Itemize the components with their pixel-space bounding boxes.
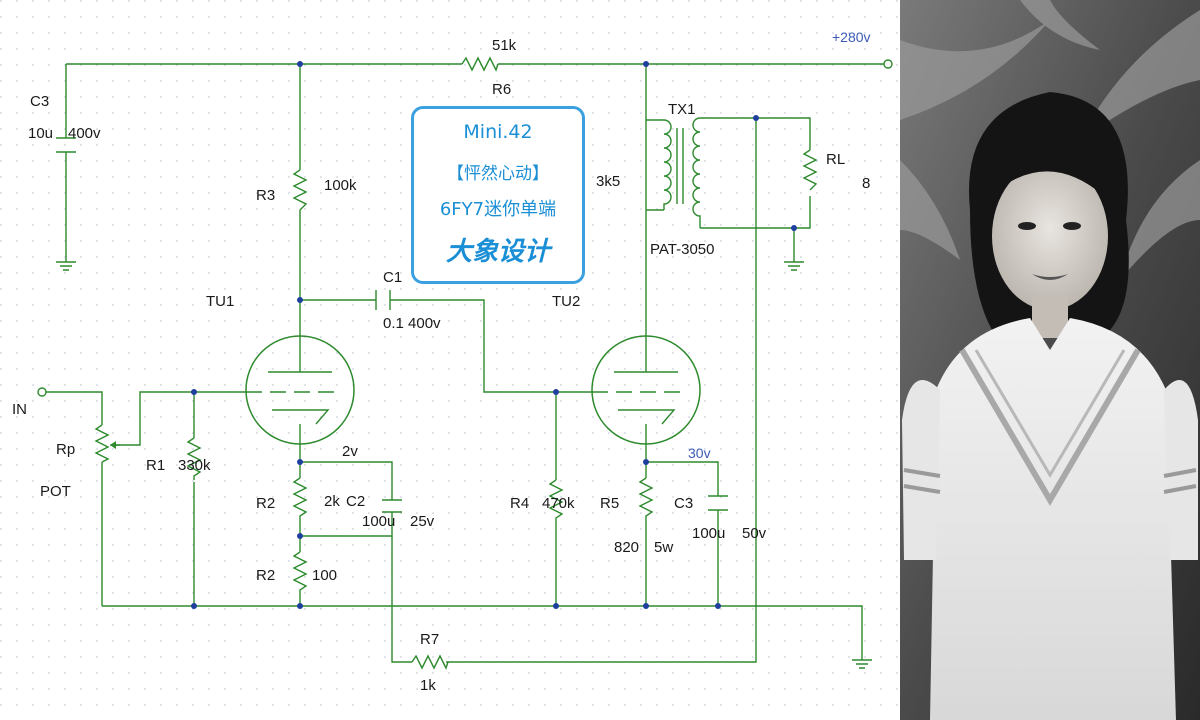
potentiometer-rp bbox=[94, 424, 120, 463]
label-tx1-value: 3k5 bbox=[596, 173, 620, 190]
dress bbox=[930, 318, 1176, 720]
resistor-r3 bbox=[292, 169, 308, 211]
transformer-tx1 bbox=[663, 117, 701, 228]
resistor-r7 bbox=[411, 654, 449, 670]
tube-tu2 bbox=[591, 335, 701, 445]
label-r1: R1 bbox=[146, 457, 165, 474]
label-r6-value: 51k bbox=[492, 37, 517, 54]
title-line-subtitle: 【怦然心动】 bbox=[447, 164, 549, 184]
junction-dots bbox=[191, 61, 797, 609]
title-line-designer: 大象设计 bbox=[445, 237, 550, 267]
label-rl: RL bbox=[826, 151, 845, 168]
capacitor-c2 bbox=[382, 499, 402, 513]
label-c3-left-voltage: 400v bbox=[68, 125, 101, 142]
label-vplus: +280v bbox=[832, 29, 871, 45]
resistor-r4 bbox=[548, 479, 564, 522]
face bbox=[992, 162, 1108, 310]
label-tx1: TX1 bbox=[668, 101, 696, 118]
label-r7: R7 bbox=[420, 631, 439, 648]
label-in: IN bbox=[12, 401, 27, 418]
capacitor-c3-right bbox=[708, 495, 728, 511]
capacitor-c1 bbox=[375, 290, 391, 310]
resistor-rl bbox=[802, 149, 818, 191]
label-r3: R3 bbox=[256, 187, 275, 204]
ground-symbols bbox=[56, 261, 872, 669]
label-c2: C2 bbox=[346, 493, 365, 510]
collar-stripe bbox=[959, 348, 1141, 506]
label-c1-value: 0.1 400v bbox=[383, 315, 441, 332]
label-r3-value: 100k bbox=[324, 177, 357, 194]
terminals bbox=[37, 59, 893, 397]
label-pat: PAT-3050 bbox=[650, 241, 714, 258]
label-r5-power: 5w bbox=[654, 539, 673, 556]
label-tu2: TU2 bbox=[552, 293, 580, 310]
label-30v: 30v bbox=[688, 445, 711, 461]
label-c1: C1 bbox=[383, 269, 402, 286]
label-r1-value: 330k bbox=[178, 457, 211, 474]
label-tu1: TU1 bbox=[206, 293, 234, 310]
label-c2-voltage: 25v bbox=[410, 513, 435, 530]
label-c3-left: C3 bbox=[30, 93, 49, 110]
resistor-r5 bbox=[638, 477, 654, 520]
palm-leaves bbox=[900, 0, 1200, 280]
resistor-r6 bbox=[461, 56, 499, 72]
tube-tu1 bbox=[245, 335, 355, 445]
label-pot: POT bbox=[40, 483, 71, 500]
label-r5: R5 bbox=[600, 495, 619, 512]
label-r6: R6 bbox=[492, 81, 511, 98]
label-r2a-value: 2k bbox=[324, 493, 340, 510]
capacitor-c3-left bbox=[56, 137, 76, 153]
label-r4-value: 470k bbox=[542, 495, 575, 512]
label-c3-left-value: 10u bbox=[28, 125, 53, 142]
label-rl-value: 8 bbox=[862, 175, 870, 192]
resistor-r2b bbox=[292, 551, 308, 594]
portrait-photo bbox=[900, 0, 1200, 720]
label-c3-right: C3 bbox=[674, 495, 693, 512]
title-box: Mini.42 【怦然心动】 6FY7迷你单端 大象设计 bbox=[411, 106, 585, 284]
title-line-description: 6FY7迷你单端 bbox=[439, 199, 557, 220]
label-c3-right-value: 100u bbox=[692, 525, 725, 542]
resistor-r2a bbox=[292, 477, 308, 520]
label-c2-value: 100u bbox=[362, 513, 395, 530]
label-rp: Rp bbox=[56, 441, 75, 458]
label-r2a: R2 bbox=[256, 495, 275, 512]
label-c3-right-voltage: 50v bbox=[742, 525, 767, 542]
label-r4: R4 bbox=[510, 495, 529, 512]
label-r7-value: 1k bbox=[420, 677, 436, 694]
title-line-model: Mini.42 bbox=[463, 121, 533, 143]
label-r2b-value: 100 bbox=[312, 567, 337, 584]
label-r5-value: 820 bbox=[614, 539, 639, 556]
label-2v: 2v bbox=[342, 443, 358, 460]
resistor-r1 bbox=[186, 437, 202, 480]
label-r2b: R2 bbox=[256, 567, 275, 584]
